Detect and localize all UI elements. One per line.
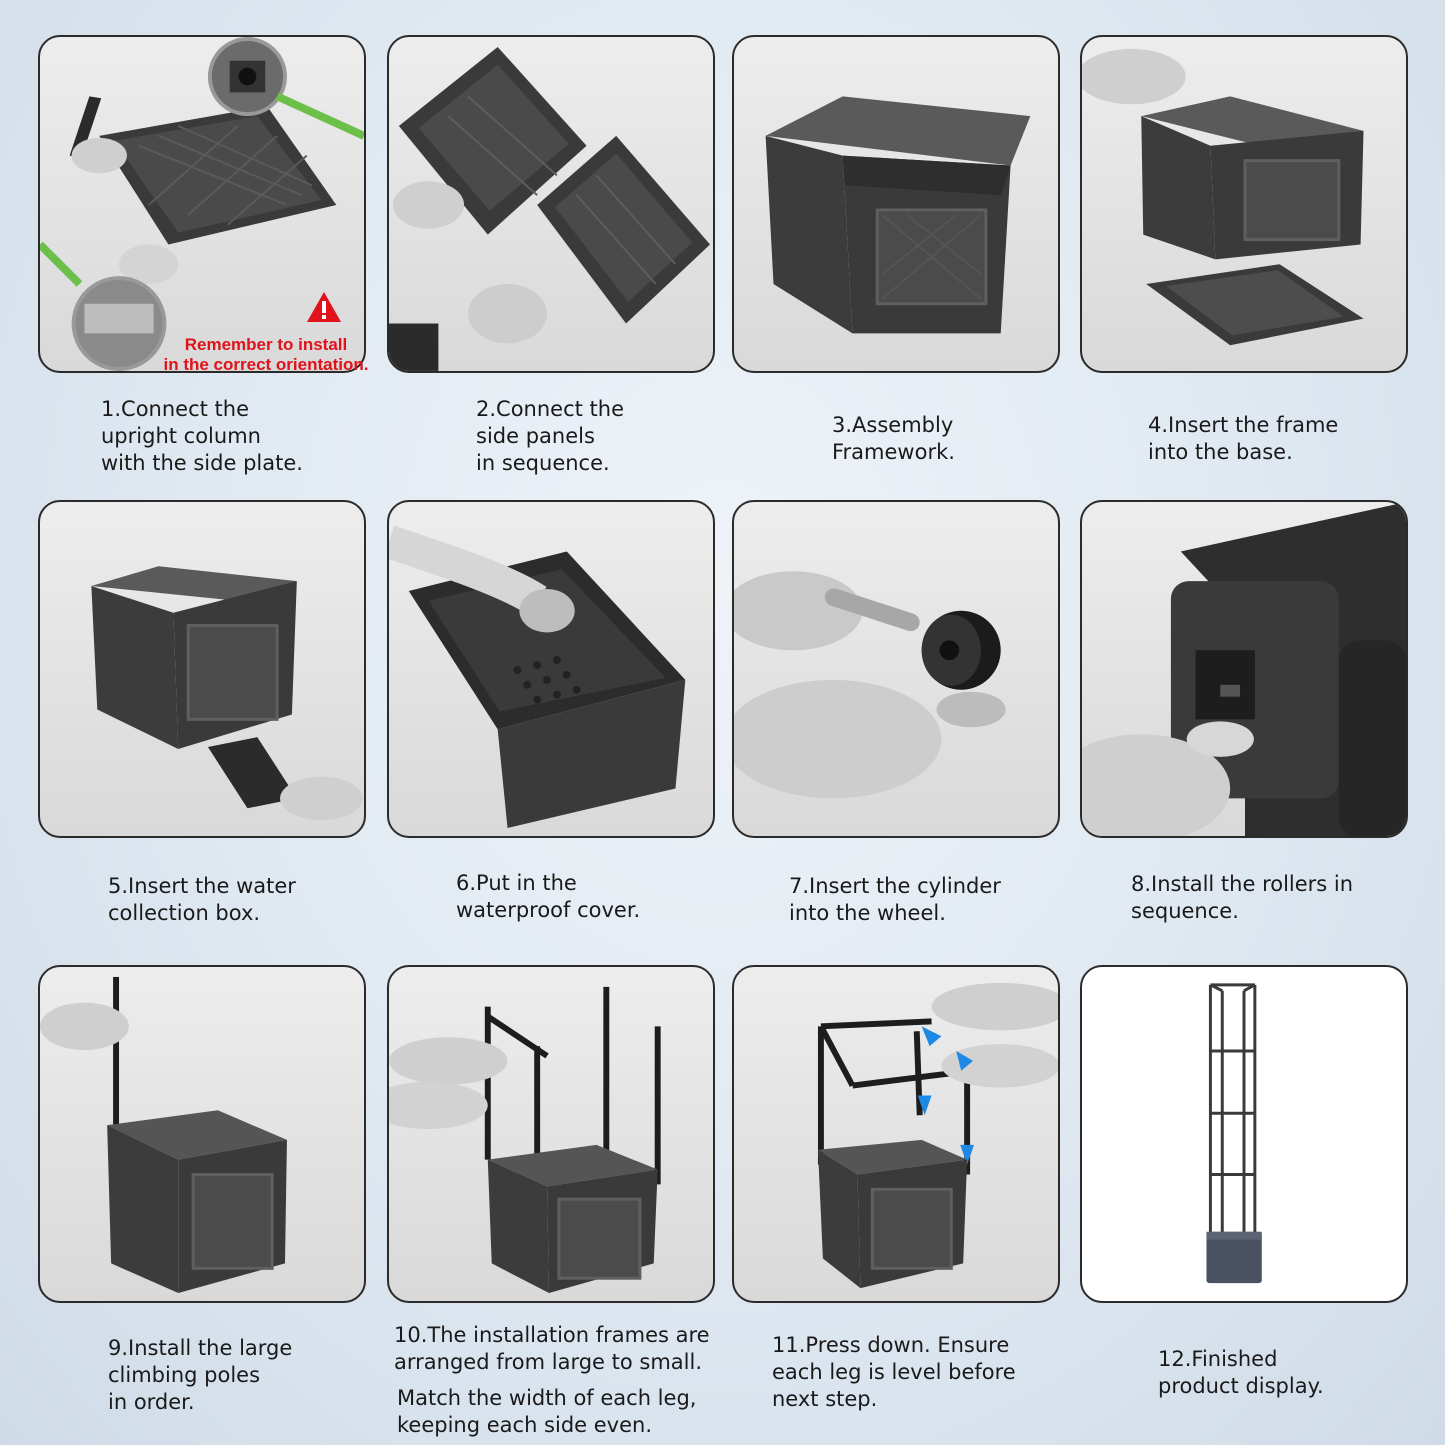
step-11-image bbox=[732, 965, 1060, 1303]
waterproof-cover-illustration bbox=[389, 525, 686, 829]
step-8-image bbox=[1080, 500, 1408, 838]
step-9-caption: 9.Install the large climbing poles in or… bbox=[108, 1336, 293, 1414]
installation-frames-illustration bbox=[389, 986, 661, 1294]
step-7-caption: 7.Insert the cylinder into the wheel. bbox=[789, 874, 1001, 925]
side-panels-illustration bbox=[389, 46, 711, 371]
step-3-caption: 3.Assembly Framework. bbox=[832, 413, 955, 464]
step-6-image bbox=[387, 500, 715, 838]
assembled-frame-illustration bbox=[765, 96, 1031, 334]
finished-product-illustration bbox=[1206, 983, 1262, 1284]
climbing-poles-illustration bbox=[40, 976, 287, 1294]
step-1-image bbox=[38, 35, 366, 373]
step-10-caption: 10.The installation frames are arranged … bbox=[394, 1323, 710, 1374]
step-10-note: Match the width of each leg, keeping eac… bbox=[397, 1386, 697, 1437]
step-3-image bbox=[732, 35, 1060, 373]
step-4-caption: 4.Insert the frame into the base. bbox=[1148, 413, 1339, 464]
step-12-caption: 12.Finished product display. bbox=[1158, 1347, 1324, 1398]
step-5-caption: 5.Insert the water collection box. bbox=[108, 874, 296, 925]
step-8-caption: 8.Install the rollers in sequence. bbox=[1131, 872, 1354, 923]
press-down-illustration bbox=[817, 982, 1058, 1289]
step-5-image bbox=[38, 500, 366, 838]
step-11-caption: 11.Press down. Ensure each leg is level … bbox=[772, 1333, 1016, 1411]
step-2-caption: 2.Connect the side panels in sequence. bbox=[476, 397, 625, 475]
step-10-image bbox=[387, 965, 715, 1303]
step-7-image bbox=[732, 500, 1060, 838]
step-4-image bbox=[1080, 35, 1408, 373]
step-2-image bbox=[387, 35, 715, 373]
rollers-illustration bbox=[1082, 502, 1406, 836]
side-plate-illustration bbox=[40, 37, 364, 371]
frame-into-base-illustration bbox=[1082, 48, 1364, 346]
cylinder-wheel-illustration bbox=[734, 571, 1006, 799]
step-6-caption: 6.Put in the waterproof cover. bbox=[456, 871, 641, 922]
warning-icon bbox=[307, 292, 341, 322]
water-box-illustration bbox=[91, 566, 364, 821]
orientation-warning: Remember to install in the correct orien… bbox=[163, 335, 369, 374]
step-1-caption: 1.Connect the upright column with the si… bbox=[101, 397, 303, 475]
step-9-image bbox=[38, 965, 366, 1303]
step-12-image bbox=[1080, 965, 1408, 1303]
